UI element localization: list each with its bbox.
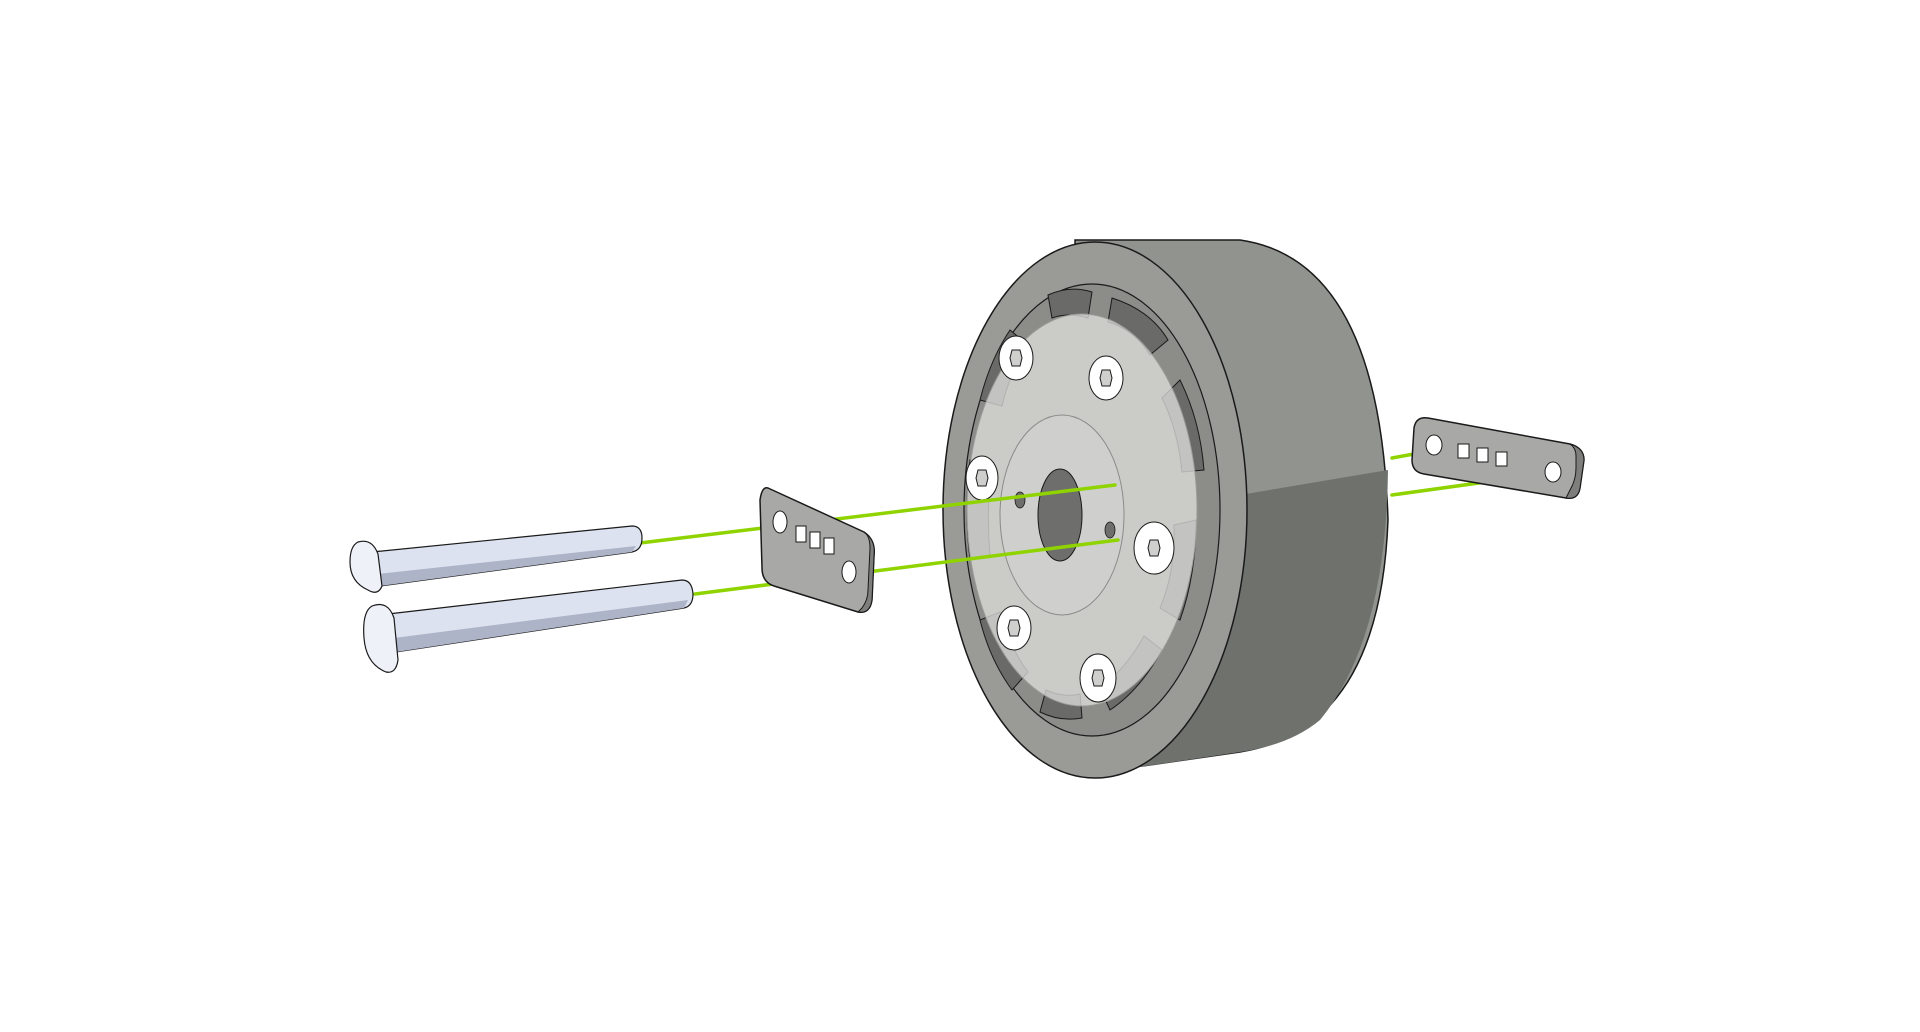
plate-slot [1476, 447, 1489, 463]
torx-screw-icon [998, 335, 1034, 381]
left-bracket [759, 487, 876, 613]
hub-screws [965, 335, 1175, 703]
torx-screw-icon [965, 455, 999, 501]
right-bracket [1411, 416, 1585, 500]
plate-hole [1544, 461, 1562, 483]
link-plate-edge [1565, 443, 1585, 499]
bolt-shank-shade [394, 600, 688, 652]
plate-hole [841, 560, 857, 584]
link-plate-icon [759, 487, 876, 613]
plate-slot [1457, 443, 1470, 459]
hub-pin-hole [1014, 491, 1026, 509]
plate-slot [795, 525, 807, 543]
wheel-assembly [942, 239, 1389, 779]
bolt-head [363, 603, 399, 673]
plate-hole [1425, 434, 1443, 456]
bolts [349, 525, 694, 673]
assembly-guide-line-icon [638, 483, 1117, 545]
bolt-shank-shade [378, 546, 636, 586]
bolt-head [349, 540, 383, 593]
torx-screw-icon [996, 605, 1032, 651]
plate-hole [772, 510, 788, 534]
plate-slot [1495, 451, 1508, 467]
link-plate-edge [856, 531, 875, 613]
button-head-bolt-icon [363, 579, 694, 673]
torx-screw-icon [1079, 653, 1117, 703]
hub-pin-hole [1104, 521, 1116, 539]
plate-slot [823, 537, 835, 555]
button-head-bolt-icon [349, 525, 643, 593]
plate-slot [809, 531, 821, 549]
torx-screw-icon [1088, 355, 1124, 401]
assembly-guide-line-icon [693, 538, 1120, 596]
torx-screw-icon [1133, 521, 1175, 575]
